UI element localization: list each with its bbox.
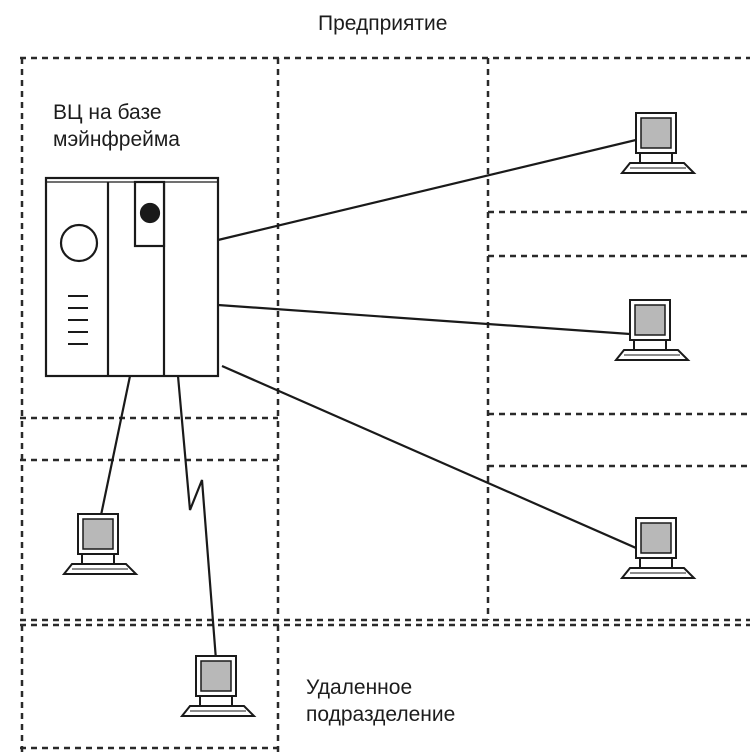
terminal-icon-low-right: [621, 517, 695, 579]
computing-center-label: ВЦ на базе мэйнфрейма: [53, 99, 180, 153]
region-boundaries: [20, 56, 750, 754]
connections: [98, 138, 637, 661]
remote-unit-label: Удаленное подразделение: [306, 674, 455, 728]
link-terminal-mid-right: [217, 303, 631, 336]
link-terminal-remote: [176, 375, 218, 661]
terminal-icon-remote: [181, 655, 255, 717]
remote-unit-label-line2: подразделение: [306, 703, 456, 726]
computing-center-label-line1: ВЦ на базе: [53, 101, 162, 124]
mainframe-icon: [44, 176, 220, 378]
link-terminal-low-right: [221, 364, 637, 550]
remote-unit-label-line1: Удаленное: [306, 676, 413, 699]
terminal-icon-mid-right: [615, 299, 689, 361]
terminal-icon-left: [63, 513, 137, 575]
enterprise-label: Предприятие: [318, 12, 448, 35]
computing-center-label-line2: мэйнфрейма: [53, 128, 180, 151]
link-terminal-top-right: [217, 138, 637, 242]
link-terminal-left: [98, 375, 132, 521]
terminal-icon-top-right: [621, 112, 695, 174]
